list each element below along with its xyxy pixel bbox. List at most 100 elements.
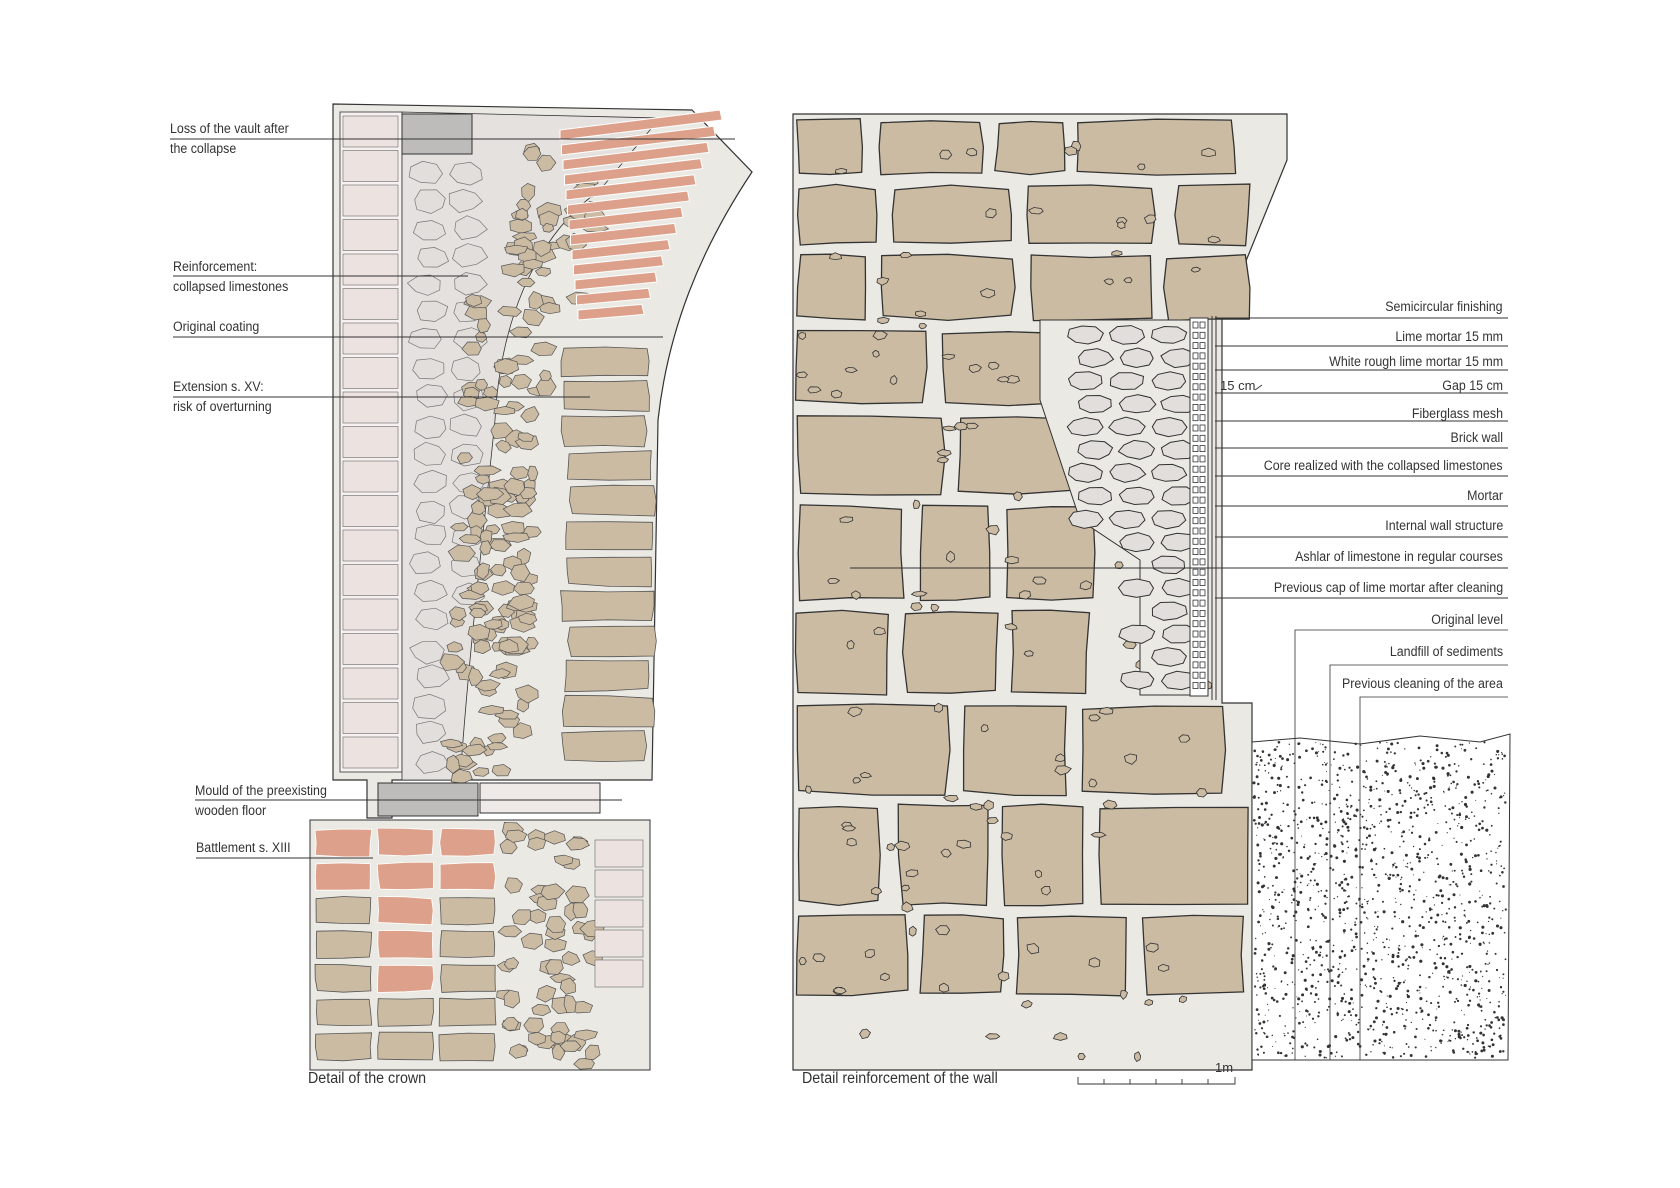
wall-soil-speck [1380, 990, 1383, 994]
wall-soil-speck [1384, 873, 1387, 876]
wall-soil-speck [1291, 1052, 1294, 1054]
wall-soil-speck [1275, 1041, 1277, 1043]
wall-soil-speck [1286, 803, 1289, 806]
wall-soil-speck [1341, 971, 1344, 974]
wall-soil-speck [1257, 808, 1260, 811]
wall-soil-speck [1484, 1028, 1486, 1030]
crown-panel-block [342, 426, 399, 458]
wall-soil-speck [1418, 848, 1421, 851]
wall-soil-speck [1318, 834, 1322, 837]
wall-soil-speck [1386, 766, 1388, 768]
wall-soil-speck [1418, 989, 1420, 991]
wall-soil-speck [1368, 798, 1370, 801]
wall-soil-speck [1360, 905, 1364, 909]
wall-soil-speck [1293, 819, 1295, 822]
wall-soil-speck [1280, 842, 1284, 846]
wall-soil-speck [1340, 1055, 1344, 1058]
wall-soil-speck [1348, 1038, 1352, 1041]
wall-soil-speck [1446, 772, 1450, 776]
wall-soil-speck [1455, 883, 1458, 886]
crown-rubble-stone [470, 500, 487, 515]
wall-core-stone [1077, 440, 1114, 460]
wall-small-stone [936, 449, 952, 457]
wall-soil-speck [1449, 863, 1453, 866]
wall-soil-speck [1419, 769, 1421, 771]
wall-soil-speck [1340, 996, 1345, 1000]
wall-soil-speck [1355, 902, 1358, 905]
crown-vault-brick [561, 125, 717, 156]
wall-soil-speck [1291, 954, 1295, 958]
wall-brick-hole [1192, 352, 1199, 360]
wall-soil-speck [1373, 807, 1375, 810]
crown-battlement-rubble [563, 994, 577, 1014]
wall-brick-hole [1192, 362, 1199, 370]
wall-soil-speck [1430, 851, 1433, 854]
wall-soil-speck [1495, 860, 1498, 862]
crown-rubble-stone [536, 154, 557, 172]
wall-soil-speck [1482, 1048, 1486, 1052]
wall-soil-speck [1375, 876, 1377, 879]
wall-soil-speck [1415, 889, 1417, 891]
wall-soil-speck [1350, 806, 1352, 809]
wall-soil-speck [1317, 1015, 1320, 1018]
wall-brick-hole [1192, 558, 1199, 566]
crown-rubble-stone [450, 768, 473, 784]
wall-soil-speck [1296, 900, 1301, 904]
crown-battlement-brick [376, 861, 435, 891]
wall-soil-speck [1472, 937, 1476, 940]
wall-brick-hole [1192, 682, 1199, 689]
wall-ashlar [1001, 803, 1084, 907]
wall-soil-speck [1269, 847, 1272, 850]
wall-soil-speck [1319, 973, 1323, 977]
wall-soil-speck [1379, 741, 1381, 744]
wall-soil-speck [1303, 978, 1307, 982]
crown-rubble-stone [448, 606, 467, 622]
wall-soil-speck [1270, 946, 1272, 949]
wall-soil-speck [1365, 819, 1368, 822]
wall-soil-speck [1326, 896, 1328, 899]
wall-soil-speck [1475, 747, 1478, 750]
wall-soil-speck [1371, 951, 1373, 953]
wall-soil-speck [1388, 807, 1391, 811]
wall-soil-speck [1372, 939, 1375, 941]
wall-soil-speck [1280, 927, 1283, 931]
wall-soil-speck [1319, 951, 1322, 954]
crown-panel-block [342, 322, 399, 355]
wall-brick-hole [1199, 661, 1206, 669]
wall-small-stone [1034, 869, 1042, 879]
wall-soil-speck [1356, 968, 1358, 970]
wall-ashlar [962, 705, 1067, 797]
crown-rubble-stone [446, 641, 464, 653]
wall-soil-speck [1340, 999, 1343, 1003]
crown-rubble-stone [465, 294, 483, 307]
wall-soil-speck [1498, 845, 1500, 848]
wall-soil-speck [1271, 884, 1274, 887]
wall-soil-speck [1459, 894, 1461, 896]
crown-battlement-panel [594, 869, 644, 898]
wall-soil-speck [1375, 928, 1378, 931]
wall-soil-speck [1502, 794, 1505, 797]
wall-soil-speck [1300, 835, 1303, 837]
wall-soil-speck [1315, 882, 1319, 886]
gap-dimension-tick [1254, 384, 1263, 391]
crown-light-stone [414, 189, 446, 214]
wall-small-stone [988, 361, 1000, 370]
wall-soil-speck [1364, 848, 1366, 850]
wall-soil-speck [1337, 975, 1340, 978]
wall-soil-speck [1395, 901, 1397, 903]
wall-soil-speck [1340, 984, 1343, 987]
wall-soil-speck [1415, 1011, 1418, 1014]
crown-rubble-stone [520, 405, 540, 423]
wall-soil-speck [1267, 772, 1270, 774]
wall-soil-speck [1405, 1043, 1408, 1045]
wall-soil-speck [1434, 830, 1438, 834]
wall-small-stone [886, 842, 896, 852]
wall-soil-speck [1324, 763, 1327, 766]
wall-soil-speck [1323, 761, 1325, 764]
wall-soil-speck [1422, 1011, 1424, 1013]
wall-soil-speck [1304, 1055, 1306, 1058]
wall-soil-speck [1326, 762, 1328, 764]
wall-small-stone [859, 1028, 872, 1040]
wall-core-stone [1077, 394, 1112, 414]
wall-soil-speck [1283, 971, 1287, 975]
